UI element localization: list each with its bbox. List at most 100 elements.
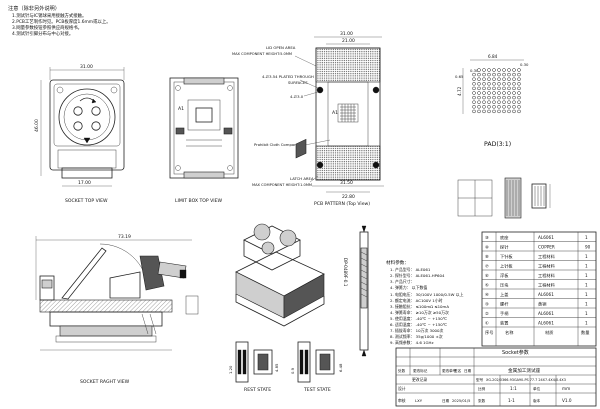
pad-dot xyxy=(517,109,521,114)
dim-pad-c: 0.65 xyxy=(455,74,464,79)
tb-designer: LXY xyxy=(415,398,423,403)
label-socket-right-view: SOCKET RAGHT VIEW xyxy=(80,379,130,385)
bom-cell: ③ xyxy=(485,302,489,307)
pad-dot xyxy=(482,109,486,114)
pad-dot xyxy=(487,95,491,100)
pad-dot xyxy=(502,91,506,95)
bom-cell: 装置 xyxy=(500,320,508,327)
pad-dot xyxy=(477,82,481,86)
pad-dot xyxy=(492,86,496,91)
socket-right-view: 73.19 SOCKET RAGHT VIEW xyxy=(35,234,199,385)
bom-cell: 压块 xyxy=(500,282,509,289)
pcb-bga-grid xyxy=(337,103,359,123)
pad-dot xyxy=(482,105,486,109)
dim-top-bottom: 17.00 xyxy=(78,180,91,186)
tb-version-label: 版本 xyxy=(533,398,541,403)
pcb-pattern-view: 31.00 21.00 LID OPEN AREA MAX COMPONENT … xyxy=(232,31,384,207)
pad-dot xyxy=(497,82,501,86)
spec-line-7: 3. 接触阻抗： ≤100mΩ ≤10mA xyxy=(390,304,449,309)
pad-dot xyxy=(497,91,501,95)
pad-dot xyxy=(502,77,506,81)
pad-dot xyxy=(507,86,511,91)
bom-cell: AL6061 xyxy=(538,321,554,326)
rest-test-states: 1.20 4.85 0.9 6.48 REST STATE TEST STATE xyxy=(228,341,343,393)
notes-block: 注意（除非另外说明） 1.测试针与IC锡球采用接触方式接触。 2.PCB工艺制作… xyxy=(8,4,111,37)
bom-cell: 1 xyxy=(585,302,588,307)
callout-plated: 4-∅3.54 PLATED THROUGH xyxy=(262,74,314,79)
bom-cell: 螺杆 xyxy=(500,301,509,308)
pad-dot xyxy=(472,91,476,95)
pad-dot xyxy=(507,72,511,77)
pad-dot xyxy=(487,72,491,77)
spec-line-8: 4. 弹簧寿命： ≥10万次 ≥50万次 xyxy=(390,310,449,315)
tb-sheet-label: 张数 xyxy=(478,398,486,403)
pad-dot xyxy=(497,109,501,114)
pad-dot xyxy=(477,100,481,104)
dim-pcb-inner: 21.00 xyxy=(342,38,355,44)
bom-cell: AL6061 xyxy=(538,292,554,297)
pad-dot xyxy=(507,109,511,114)
pad-dot xyxy=(517,68,521,72)
note-line-2: 2.PCB工艺制作时见。PCB板厚度1.6mm或以上。 xyxy=(12,18,111,25)
tb-row2: 更改记录 xyxy=(412,377,427,382)
bom-cell: 工程材料 xyxy=(538,282,556,289)
dim-test-len: 6.48 xyxy=(338,363,343,372)
probe-pin: DP-0489F-0.1 xyxy=(343,225,369,357)
dim-pad-a: 6.84 xyxy=(488,54,498,59)
pad-dot xyxy=(472,100,476,104)
tb-designer-label: 审核 xyxy=(398,398,406,403)
bom-cell: ② xyxy=(485,311,489,316)
bom-cell: 1 xyxy=(585,311,588,316)
bom-cell: AL6061 xyxy=(538,235,554,240)
pad-dot xyxy=(507,68,511,72)
spec-line-4: 4. 弹簧力： 以下数值 xyxy=(390,285,427,290)
bom-cell: 1 xyxy=(585,254,588,259)
pad-dot xyxy=(497,72,501,77)
tb-version: V1.0 xyxy=(562,398,572,403)
spec-line-3: 3. 产品尺寸： xyxy=(390,279,414,284)
bom-cell: 1 xyxy=(585,292,588,297)
bom-cell: 下针板 xyxy=(500,253,513,260)
spec-line-10: 6. 适用温度： -40℃ ~ +150℃ xyxy=(390,322,448,327)
bom-cell: 手柄 xyxy=(500,310,508,317)
tb-col5: 日期 xyxy=(464,368,472,373)
bom-cell: 工程材料 xyxy=(538,263,556,270)
bom-cell: ⑥ xyxy=(485,273,489,278)
pad-dot xyxy=(472,77,476,81)
pad-dot xyxy=(517,72,521,77)
bom-cell: 90 xyxy=(585,245,591,250)
spec-line-9: 5. 使用温度： -40℃ ~ +150℃ xyxy=(390,316,448,321)
pad-detail-view: 6.84 0.30 4.72 0.65 0.30 PAD(3:1) xyxy=(455,54,529,148)
pad-dot xyxy=(487,105,491,109)
pad-dot xyxy=(512,68,516,72)
pad-dot xyxy=(512,105,516,109)
spec-line-6: 2. 额定电流： AC100V 1小时 xyxy=(390,298,443,303)
tb-scale-label: 比例 xyxy=(478,386,486,391)
bom-header: 序号 xyxy=(485,329,493,336)
pad-dot xyxy=(482,68,486,72)
pad-dot xyxy=(492,77,496,81)
pad-dot xyxy=(517,86,521,91)
socket-isometric xyxy=(235,138,325,327)
pad-dot xyxy=(482,95,486,100)
pad-dot xyxy=(482,72,486,77)
limit-a1: A1 xyxy=(178,106,184,112)
pad-dot xyxy=(507,82,511,86)
pad-dot xyxy=(487,91,491,95)
label-limit-box-view: LIMIT BOX TOP VIEW xyxy=(175,198,223,204)
note-line-3: 3.网量参数按钮参照供应商规格书。 xyxy=(12,24,82,31)
tb-part-no-label: 型号 xyxy=(476,377,484,382)
pad-dot xyxy=(477,72,481,77)
label-pin-model: DP-0489F-0.1 xyxy=(343,258,348,287)
spec-block: 材料参数： 1. 产品型号： ALE061 2. 探针型号： ALE061-HP… xyxy=(386,259,464,345)
pad-dot xyxy=(512,82,516,86)
bom-cell: ⑨ xyxy=(485,245,489,250)
note-line-1: 1.测试针与IC锡球采用接触方式接触。 xyxy=(12,12,86,19)
callout-latch: LATCH AREA xyxy=(290,176,314,181)
bom-cell: ④ xyxy=(485,292,489,297)
tb-part-no: XG-202/0366-93GA90-PS 77.7 24X7.4X4/0.4X… xyxy=(486,378,566,382)
bom-cell: 工程材料 xyxy=(538,272,556,279)
socket-top-view: 31.00 46.00 17.00 SOCKET TOP VIEW xyxy=(34,64,125,204)
pad-dot xyxy=(487,77,491,81)
